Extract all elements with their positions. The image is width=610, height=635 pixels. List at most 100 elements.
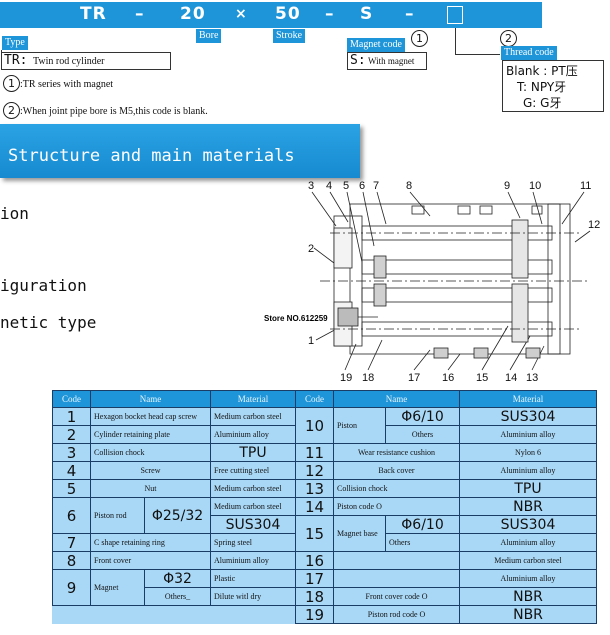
cell-code: 7	[52, 533, 91, 552]
magnet-code-tag: Magnet code	[347, 38, 405, 52]
note-1-marker-icon: 1	[3, 75, 20, 92]
cell-code: 13	[295, 479, 334, 498]
marker-1-icon: 1	[411, 30, 428, 47]
cell-material: Aluminium alloy	[459, 533, 597, 552]
diagram-label-14: 14	[505, 372, 517, 384]
cell-name: Hexagon bocket head cap screw	[90, 407, 211, 426]
table-row: 3 Collision chock TPU 11 Wear resistance…	[52, 443, 597, 462]
diagram-label-15: 15	[476, 372, 488, 384]
stroke-tag: Stroke	[273, 29, 306, 43]
cell-code: 18	[295, 587, 334, 606]
bore-tag: Bore	[196, 29, 222, 43]
cell-subtype: Others	[385, 533, 460, 552]
thread-code-tag: Thread code	[501, 46, 557, 60]
cell-material: Nylon 6	[459, 443, 597, 462]
cell-material: NBR	[459, 605, 597, 624]
cell-name: Screw	[90, 461, 211, 480]
diagram-label-6: 6	[359, 180, 365, 192]
magnet-legend-box: S: With magnet	[347, 52, 427, 70]
code-stroke: 50	[275, 4, 301, 24]
code-times: ×	[235, 6, 248, 22]
table-row: 5 Nut Medium carbon steel 13 Collision c…	[52, 479, 597, 498]
cell-material: SUS304	[210, 515, 296, 534]
diagram-label-7: 7	[373, 180, 379, 192]
cell-code: 2	[52, 425, 91, 444]
thread-option-g: G: G牙	[523, 96, 562, 110]
diagram-label-3: 3	[308, 180, 314, 192]
note-1-text: :TR series with magnet	[20, 79, 114, 90]
diagram-label-2: 2	[308, 243, 314, 255]
cell-name	[333, 551, 460, 570]
diagram-label-16: 16	[442, 372, 454, 384]
model-code-bar: TR – 20 × 50 – S –	[0, 2, 542, 28]
cell-name: Magnet	[90, 569, 145, 606]
cell-subtype: Φ6/10	[385, 407, 460, 426]
code-dash-1: –	[135, 4, 145, 24]
thread-options-box: Blank : PT压 T: NPY牙 G: G牙	[502, 60, 604, 112]
cell-name: Front cover	[90, 551, 211, 570]
cell-material: Medium carbon steel	[210, 479, 296, 498]
code-dash-2: –	[325, 4, 335, 24]
cell-name: Collision chock	[90, 443, 211, 462]
cell-code: 19	[295, 605, 334, 624]
type-legend-box: TR: Twin rod cylinder	[1, 52, 171, 70]
cell-name	[333, 569, 460, 588]
thread-connector-h	[455, 54, 500, 55]
cell-name: Collision chock	[333, 479, 460, 498]
cell-name: C shape retaining ring	[90, 533, 211, 552]
cell-material: Medium carbon steel	[210, 497, 296, 516]
cell-material: Free cutting steel	[210, 461, 296, 480]
marker-2-icon: 2	[500, 30, 517, 47]
magnet-code: S:	[350, 53, 366, 68]
cell-name: Piston rod	[90, 497, 145, 534]
section-title: Structure and main materials	[8, 146, 295, 166]
cell-code: 5	[52, 479, 91, 498]
diagram-label-13: 13	[526, 372, 538, 384]
cell-material: Medium carbon steel	[459, 551, 597, 570]
cylinder-section-drawing: 3 4 5 6 7 8 9 10 11 12 2 1 19 18 17 16 1…	[264, 180, 600, 384]
cell-material: Plastic	[210, 569, 296, 588]
side-text-1: ion	[0, 204, 29, 223]
cell-material: Dilute witl dry	[210, 587, 296, 606]
cell-code: 17	[295, 569, 334, 588]
header-material-right: Material	[459, 390, 597, 408]
cell-name: Nut	[90, 479, 211, 498]
code-thread-blank-box	[447, 6, 463, 24]
cell-material: SUS304	[459, 407, 597, 426]
cell-material: Spring steel	[210, 533, 296, 552]
diagram-label-9: 9	[504, 180, 510, 192]
table-row: 7 C shape retaining ring Spring steel Ot…	[52, 533, 597, 552]
diagram-label-8: 8	[406, 180, 412, 192]
cell-name: Magnet base	[333, 515, 386, 552]
code-bore: 20	[180, 4, 206, 24]
cell-name: Piston code O	[333, 497, 460, 516]
note-1: 1:TR series with magnet	[3, 75, 113, 92]
diagram-watermark: Store NO.612259	[264, 314, 328, 323]
cell-name: Cylinder retaining plate	[90, 425, 211, 444]
cell-subtype: Others_	[144, 587, 211, 606]
diagram-label-10: 10	[529, 180, 541, 192]
cell-material: Aluminium alloy	[210, 425, 296, 444]
table-row: 4 Screw Free cutting steel 12 Back cover…	[52, 461, 597, 480]
cell-code: 10	[295, 407, 334, 444]
header-material-left: Material	[210, 390, 296, 408]
cell-name: Piston rod code O	[333, 605, 460, 624]
cell-code: 4	[52, 461, 91, 480]
side-text-2: iguration	[0, 276, 87, 295]
header-code-left: Code	[52, 390, 91, 408]
code-magnet: S	[360, 4, 374, 24]
code-series: TR	[80, 4, 107, 24]
type-code: TR:	[4, 53, 28, 68]
note-2-marker-icon: 2	[3, 102, 20, 119]
cell-code: 12	[295, 461, 334, 480]
code-dash-3: –	[405, 4, 415, 24]
type-tag: Type	[2, 36, 28, 50]
cell-material: SUS304	[459, 515, 597, 534]
cell-material: TPU	[210, 443, 296, 462]
cell-code: 8	[52, 551, 91, 570]
cell-code: 14	[295, 497, 334, 516]
table-row: 1 Hexagon bocket head cap screw Medium c…	[52, 407, 597, 444]
cell-code: 6	[52, 497, 91, 534]
cell-material: NBR	[459, 587, 597, 606]
section-banner: Structure and main materials	[0, 124, 360, 178]
